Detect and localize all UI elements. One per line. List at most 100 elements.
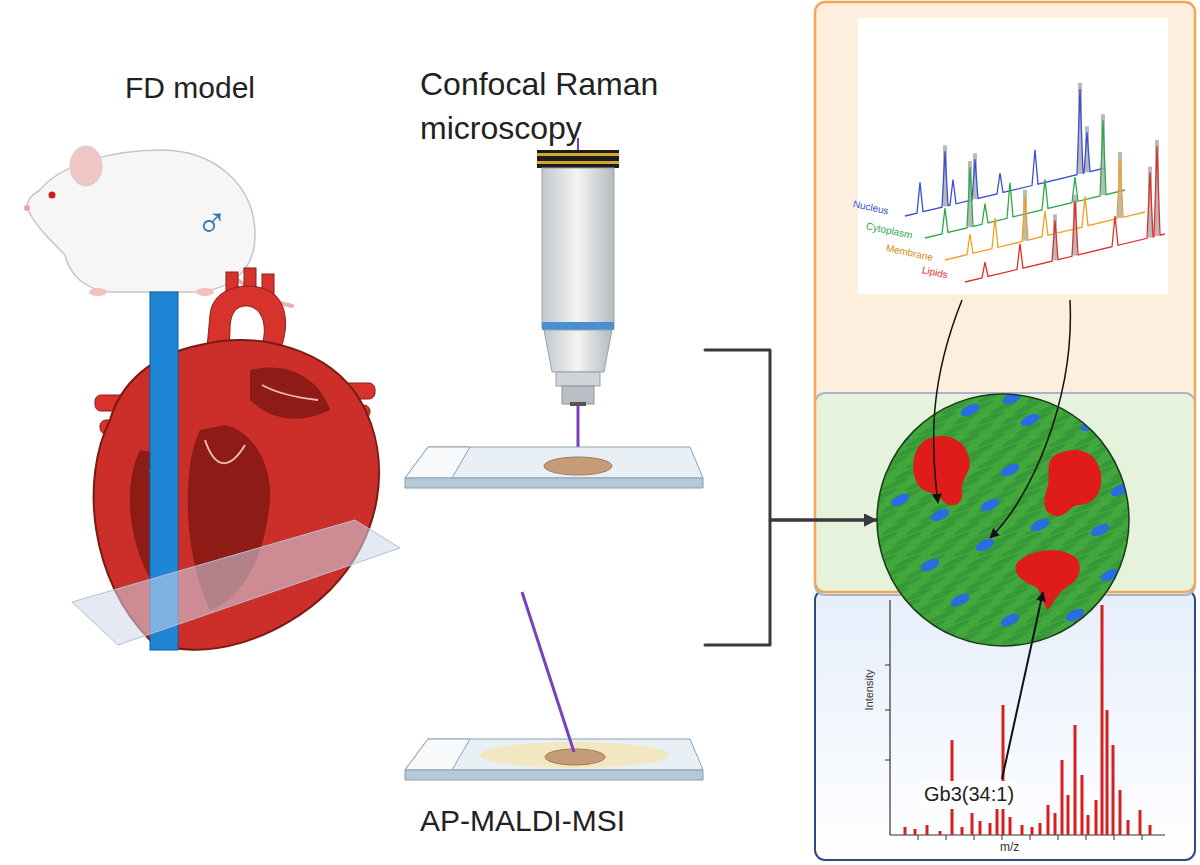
myocyte-fiber	[1133, 398, 1162, 415]
myocyte-fiber	[941, 420, 970, 437]
myocyte-fiber	[845, 530, 874, 547]
maldi-slide	[522, 592, 574, 752]
leader-arrows	[1002, 592, 1043, 779]
myocyte-fiber	[904, 629, 933, 646]
myocyte-fiber	[845, 552, 874, 569]
leader-arrows	[934, 300, 962, 503]
myocyte-fiber	[845, 376, 874, 393]
myocyte-fiber	[845, 398, 874, 415]
label-slot: FD model	[125, 70, 255, 106]
spectrum-label: Membrane	[885, 242, 934, 264]
myocyte-fiber	[965, 618, 994, 635]
microscope-illustration	[570, 402, 586, 406]
myocyte-fiber	[845, 640, 874, 657]
myocyte-fiber	[880, 651, 909, 668]
ms-bar	[989, 823, 992, 835]
ms-bar	[1061, 760, 1064, 835]
axis-tick	[885, 665, 890, 666]
myocyte-fiber	[1120, 431, 1149, 448]
microscope-illustration	[556, 372, 600, 386]
method-title: Confocal Raman microscopy	[420, 62, 700, 150]
myocyte-fiber	[1109, 508, 1138, 525]
ms-bar	[914, 829, 917, 835]
myocyte-fiber	[880, 629, 909, 646]
myocyte-fiber	[1085, 640, 1114, 657]
myocyte-fiber	[1013, 530, 1042, 547]
myocyte-fiber	[941, 552, 970, 569]
glass-slide	[405, 447, 470, 478]
glass-slide	[405, 447, 703, 488]
spectrum-line	[965, 146, 1165, 282]
nucleus-dot	[1019, 411, 1041, 429]
maldi-slide	[405, 739, 470, 770]
microscope-illustration	[537, 153, 619, 156]
myocyte-fiber	[917, 596, 946, 613]
myocyte-fiber	[893, 640, 922, 657]
myocyte-fiber	[965, 574, 994, 591]
nucleus-dot	[929, 506, 951, 524]
myocyte-fiber	[965, 596, 994, 613]
nucleus-dot	[974, 536, 996, 554]
myocyte-fiber	[869, 640, 898, 657]
myocyte-fiber	[893, 398, 922, 415]
myocyte-fiber	[845, 464, 874, 481]
myocyte-fiber	[845, 618, 874, 635]
microscope-illustration	[537, 138, 619, 466]
myocyte-fiber	[893, 508, 922, 525]
myocyte-fiber	[1133, 574, 1162, 591]
ms-bar	[1074, 725, 1077, 835]
bracket-connector	[705, 350, 876, 520]
myocyte-fiber	[1013, 618, 1042, 635]
myocyte-fiber	[1109, 596, 1138, 613]
ms-bar	[939, 831, 942, 835]
spectrum-line	[945, 158, 1145, 260]
myocyte-fiber	[928, 629, 957, 646]
spectrum-label: Lipids	[921, 264, 949, 281]
nucleus-dot	[1029, 516, 1051, 534]
ms-bar	[979, 821, 982, 835]
myocyte-fiber	[1133, 640, 1162, 657]
result-panels	[815, 2, 1195, 860]
microscope-illustration	[537, 150, 619, 168]
myocyte-fiber	[1120, 563, 1149, 580]
axis-tick	[1030, 835, 1031, 840]
myocyte-fiber	[989, 530, 1018, 547]
ms-bar	[1095, 800, 1098, 835]
nucleus-dot	[1079, 416, 1101, 434]
callout-label: Gb3(34:1)	[921, 781, 1017, 809]
myocyte-fiber	[917, 530, 946, 547]
myocyte-fiber	[856, 585, 885, 602]
maldi-slide	[405, 592, 703, 780]
ms-bar	[904, 827, 907, 835]
tissue-section	[1044, 450, 1101, 516]
ms-bar	[961, 827, 964, 835]
axis-tick	[946, 835, 947, 840]
nucleus-dot	[999, 611, 1021, 629]
myocyte-fiber	[1085, 508, 1114, 525]
myocyte-fiber	[1133, 486, 1162, 503]
myocyte-fiber	[856, 387, 885, 404]
myocyte-fiber	[1133, 508, 1162, 525]
label-slot: ♂	[196, 198, 228, 248]
nucleus-dot	[1001, 389, 1023, 407]
myocyte-fiber	[1072, 629, 1101, 646]
ms-bar	[1149, 825, 1152, 835]
myocyte-fiber	[1120, 607, 1149, 624]
ms-bar	[1139, 810, 1142, 835]
myocyte-fiber	[845, 574, 874, 591]
circle-outline	[877, 394, 1129, 646]
myocyte-fiber	[893, 420, 922, 437]
myocyte-fiber	[1061, 640, 1090, 657]
myocyte-fiber	[1120, 585, 1149, 602]
microscope-illustration	[537, 161, 619, 164]
myocyte-fiber	[1061, 376, 1090, 393]
myocyte-fiber	[1133, 376, 1162, 393]
myocyte-fiber	[965, 508, 994, 525]
myocyte-fiber	[1048, 629, 1077, 646]
label-slot: m/z	[1000, 840, 1019, 854]
sex-symbol: ♂	[196, 198, 228, 248]
myocyte-fiber	[1120, 629, 1149, 646]
myocyte-fiber	[869, 376, 898, 393]
raman-spectra	[905, 83, 1165, 282]
